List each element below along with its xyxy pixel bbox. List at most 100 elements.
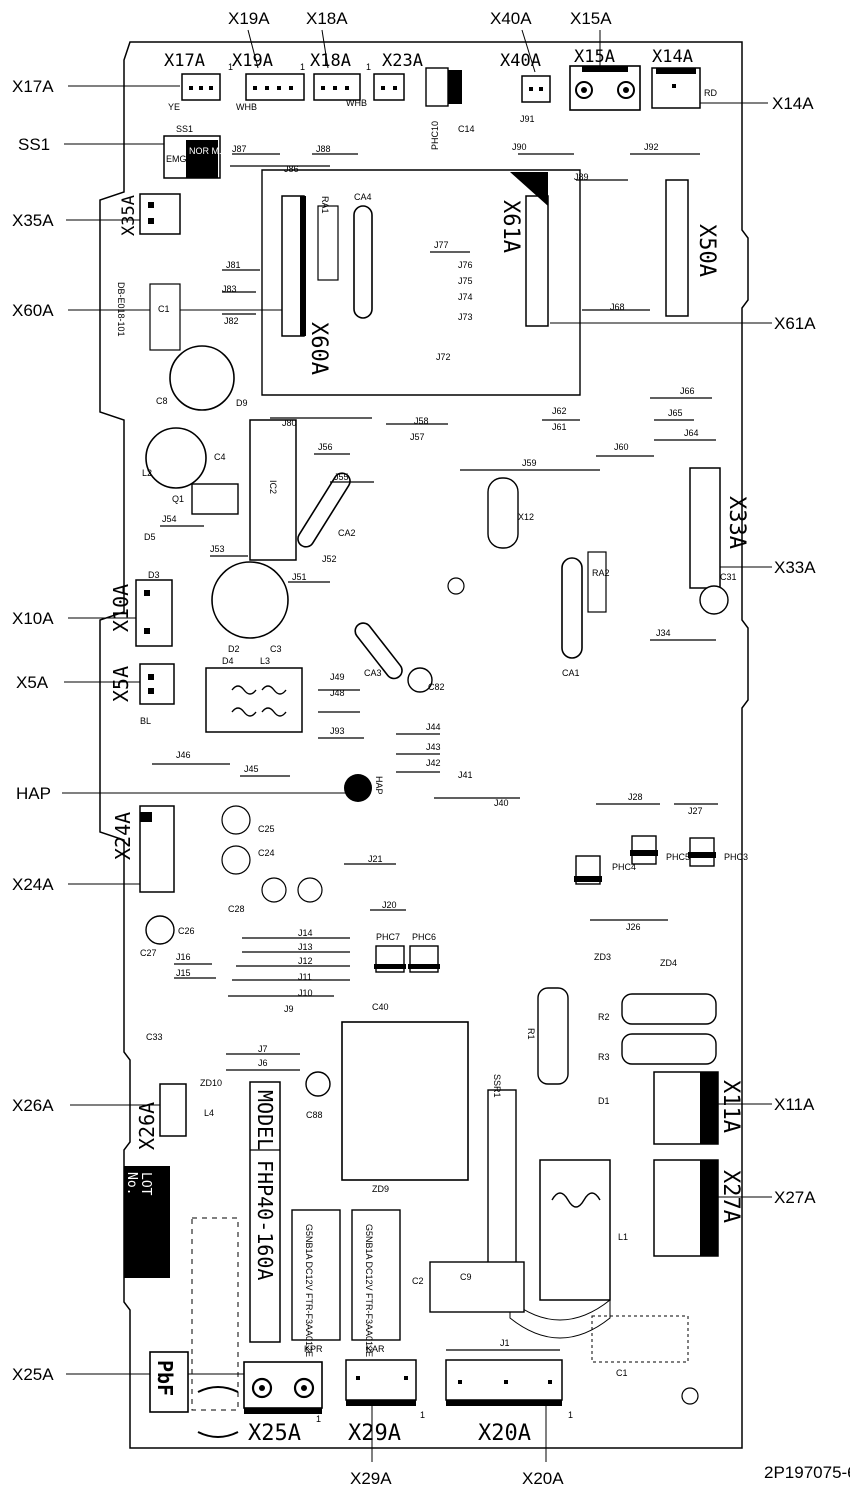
c3-cap (211, 561, 289, 639)
part-c34: C34 (144, 1216, 161, 1226)
jumper-j41: J41 (458, 770, 473, 780)
ic2-body (249, 419, 297, 561)
hap-label: HAP (374, 776, 384, 795)
part-c33: C33 (146, 1032, 163, 1042)
hap-led (344, 774, 372, 802)
part-c25: C25 (258, 824, 275, 834)
x12-crystal (487, 477, 519, 549)
r2-body (621, 993, 717, 1025)
connector-x15a-label: X15A (574, 47, 615, 67)
jumper-j80: J80 (282, 418, 297, 428)
connector-x11a: X11A (653, 1071, 743, 1145)
part-l4: L4 (204, 1108, 214, 1118)
jumper-j28: J28 (628, 792, 643, 802)
part-d4: D4 (222, 656, 234, 666)
jumper-j14: J14 (298, 928, 313, 938)
callout-x25a: X25A (12, 1365, 54, 1384)
jumper-j21: J21 (368, 854, 383, 864)
connector-x23a-label: X23A (382, 51, 423, 71)
callout-x15a: X15A (570, 9, 612, 28)
part-ca2: CA2 (338, 528, 356, 538)
jumper-j87: J87 (232, 144, 247, 154)
part-ca1: CA1 (562, 668, 580, 678)
jumper-j90: J90 (512, 142, 527, 152)
callout-x5a: X5A (16, 673, 49, 692)
x5a-color: BL (140, 716, 151, 726)
relay-kar-text: G5NB1A DC12V FTR-F3AA012E (364, 1224, 374, 1357)
part-x12: X12 (518, 512, 534, 522)
part-d9: D9 (236, 398, 248, 408)
q1-body (191, 483, 239, 515)
jumper-j7: J7 (258, 1044, 268, 1054)
callout-x14a: X14A (772, 94, 814, 113)
part-c28: C28 (228, 904, 245, 914)
callout-x17a: X17A (12, 77, 54, 96)
jumper-j65: J65 (668, 408, 683, 418)
connector-x24a: X24A (111, 805, 175, 893)
model-value: FHP40-160A (253, 1160, 277, 1280)
x14a-color: RD (704, 88, 717, 98)
callout-x18a: X18A (306, 9, 348, 28)
l5-block (341, 1021, 469, 1181)
r3-body (621, 1033, 717, 1065)
l1-hatch (509, 1298, 611, 1339)
pin1-x17a: 1 (228, 62, 233, 72)
c9-label: C9 (460, 1272, 472, 1282)
connector-x10a-label: X10A (109, 584, 133, 632)
connector-x27a: X27A (653, 1159, 743, 1257)
callout-x27a: X27A (774, 1188, 816, 1207)
part-c27: C27 (140, 948, 157, 958)
jumper-j42: J42 (426, 758, 441, 768)
l2-coil (145, 427, 207, 489)
connector-x11a-label: X11A (718, 1080, 743, 1133)
connector-x33a-label: X33A (724, 496, 749, 549)
jumper-j81: J81 (226, 260, 241, 270)
ss1-label: SS1 (176, 124, 193, 134)
phc6-label: PHC6 (412, 932, 436, 942)
callout-x20a: X20A (522, 1469, 564, 1488)
l1-choke (539, 1159, 611, 1301)
ss1-emg: EMG. (166, 154, 189, 164)
connector-x23a: X23A (373, 51, 423, 101)
ss1-nor: NOR M. (189, 146, 222, 156)
relay-kpr (291, 1209, 341, 1341)
connector-x27a-label: X27A (718, 1170, 743, 1223)
part-code: DB-E018-101 (116, 282, 126, 337)
part-c82: C82 (428, 682, 445, 692)
jumper-j91: J91 (520, 114, 535, 124)
jumper-j57: J57 (410, 432, 425, 442)
jumper-j13: J13 (298, 942, 313, 952)
jumper-j82: J82 (224, 316, 239, 326)
jumper-j77: J77 (434, 240, 449, 250)
jumper-j58: J58 (414, 416, 429, 426)
c88-cap (305, 1071, 331, 1097)
connector-x18a: X18A WHB (310, 51, 367, 108)
pin1-x29a: 1 (420, 1410, 425, 1420)
part-c1: C1 (158, 304, 170, 314)
drawing-number: 2P197075-6 (764, 1463, 850, 1482)
part-l1: L1 (618, 1232, 628, 1242)
connector-x35a-label: X35A (119, 195, 139, 236)
phc10-body (425, 67, 449, 107)
jumper-j83: J83 (222, 284, 237, 294)
jumper-j20: J20 (382, 900, 397, 910)
ca1-body (561, 557, 583, 659)
model-label: MODEL (253, 1090, 277, 1150)
jumper-j15: J15 (176, 968, 191, 978)
mount-hole-2 (681, 1387, 699, 1405)
callout-x11a: X11A (774, 1095, 815, 1114)
connector-x5a-label: X5A (109, 666, 133, 702)
callout-x29a: X29A (350, 1469, 392, 1488)
connector-x60a-label: X60A (306, 322, 331, 375)
part-c2: C2 (412, 1276, 424, 1286)
pin1-x18a: 1 (366, 62, 371, 72)
connector-x60a: X60A (281, 195, 331, 375)
jumper-j89: J89 (574, 172, 589, 182)
jumper-j34: J34 (656, 628, 671, 638)
c25-cap (221, 805, 251, 835)
jumper-j52: J52 (322, 554, 337, 564)
jumper-j12: J12 (298, 956, 313, 966)
ra2-body (587, 551, 607, 613)
x18a-color: WHB (346, 98, 367, 108)
connector-x33a: X33A (689, 467, 749, 589)
